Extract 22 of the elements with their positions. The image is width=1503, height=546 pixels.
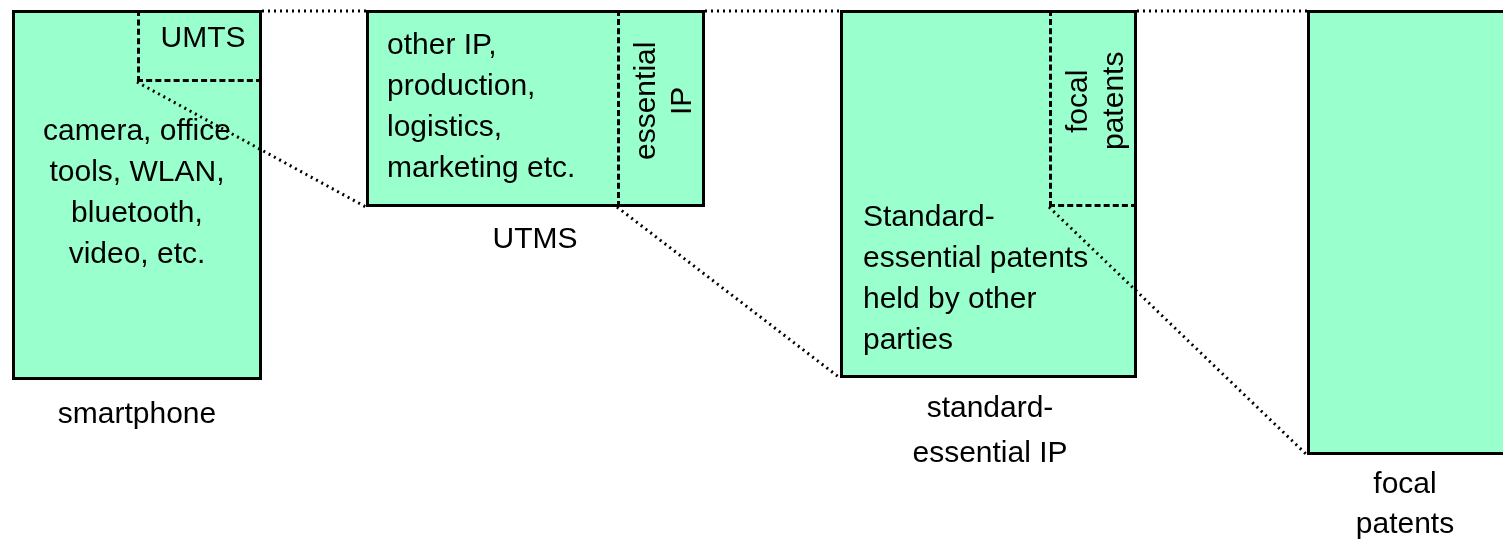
box-text: Standard- essential patents held by other parties [863, 198, 1090, 357]
box-caption: standard- essential IP [911, 389, 1069, 470]
box-text: camera, office tools, WLAN, bluetooth, video, etc. [42, 112, 232, 271]
box-text: other IP, production, logistics, marketing etc. [387, 26, 577, 185]
zoom-line [616, 205, 841, 380]
zoom-line [705, 9, 840, 13]
box-caption: smartphone [56, 395, 218, 431]
content-box [366, 10, 705, 207]
zoom-line [1137, 9, 1307, 13]
content-box [840, 10, 1137, 378]
box-text: focal patents [1058, 50, 1130, 153]
box-caption: focal patents [1354, 465, 1456, 541]
zoom-line [1047, 205, 1309, 457]
zoom-line [136, 80, 367, 209]
box-text: essential IP [626, 40, 698, 163]
dashed-sub-box [1049, 10, 1137, 207]
box-text: UMTS [160, 19, 246, 55]
zoom-line [262, 9, 366, 13]
content-box [12, 10, 262, 380]
dashed-sub-box [137, 10, 262, 82]
box-caption: UTMS [491, 220, 579, 256]
empty-box [1307, 10, 1503, 455]
